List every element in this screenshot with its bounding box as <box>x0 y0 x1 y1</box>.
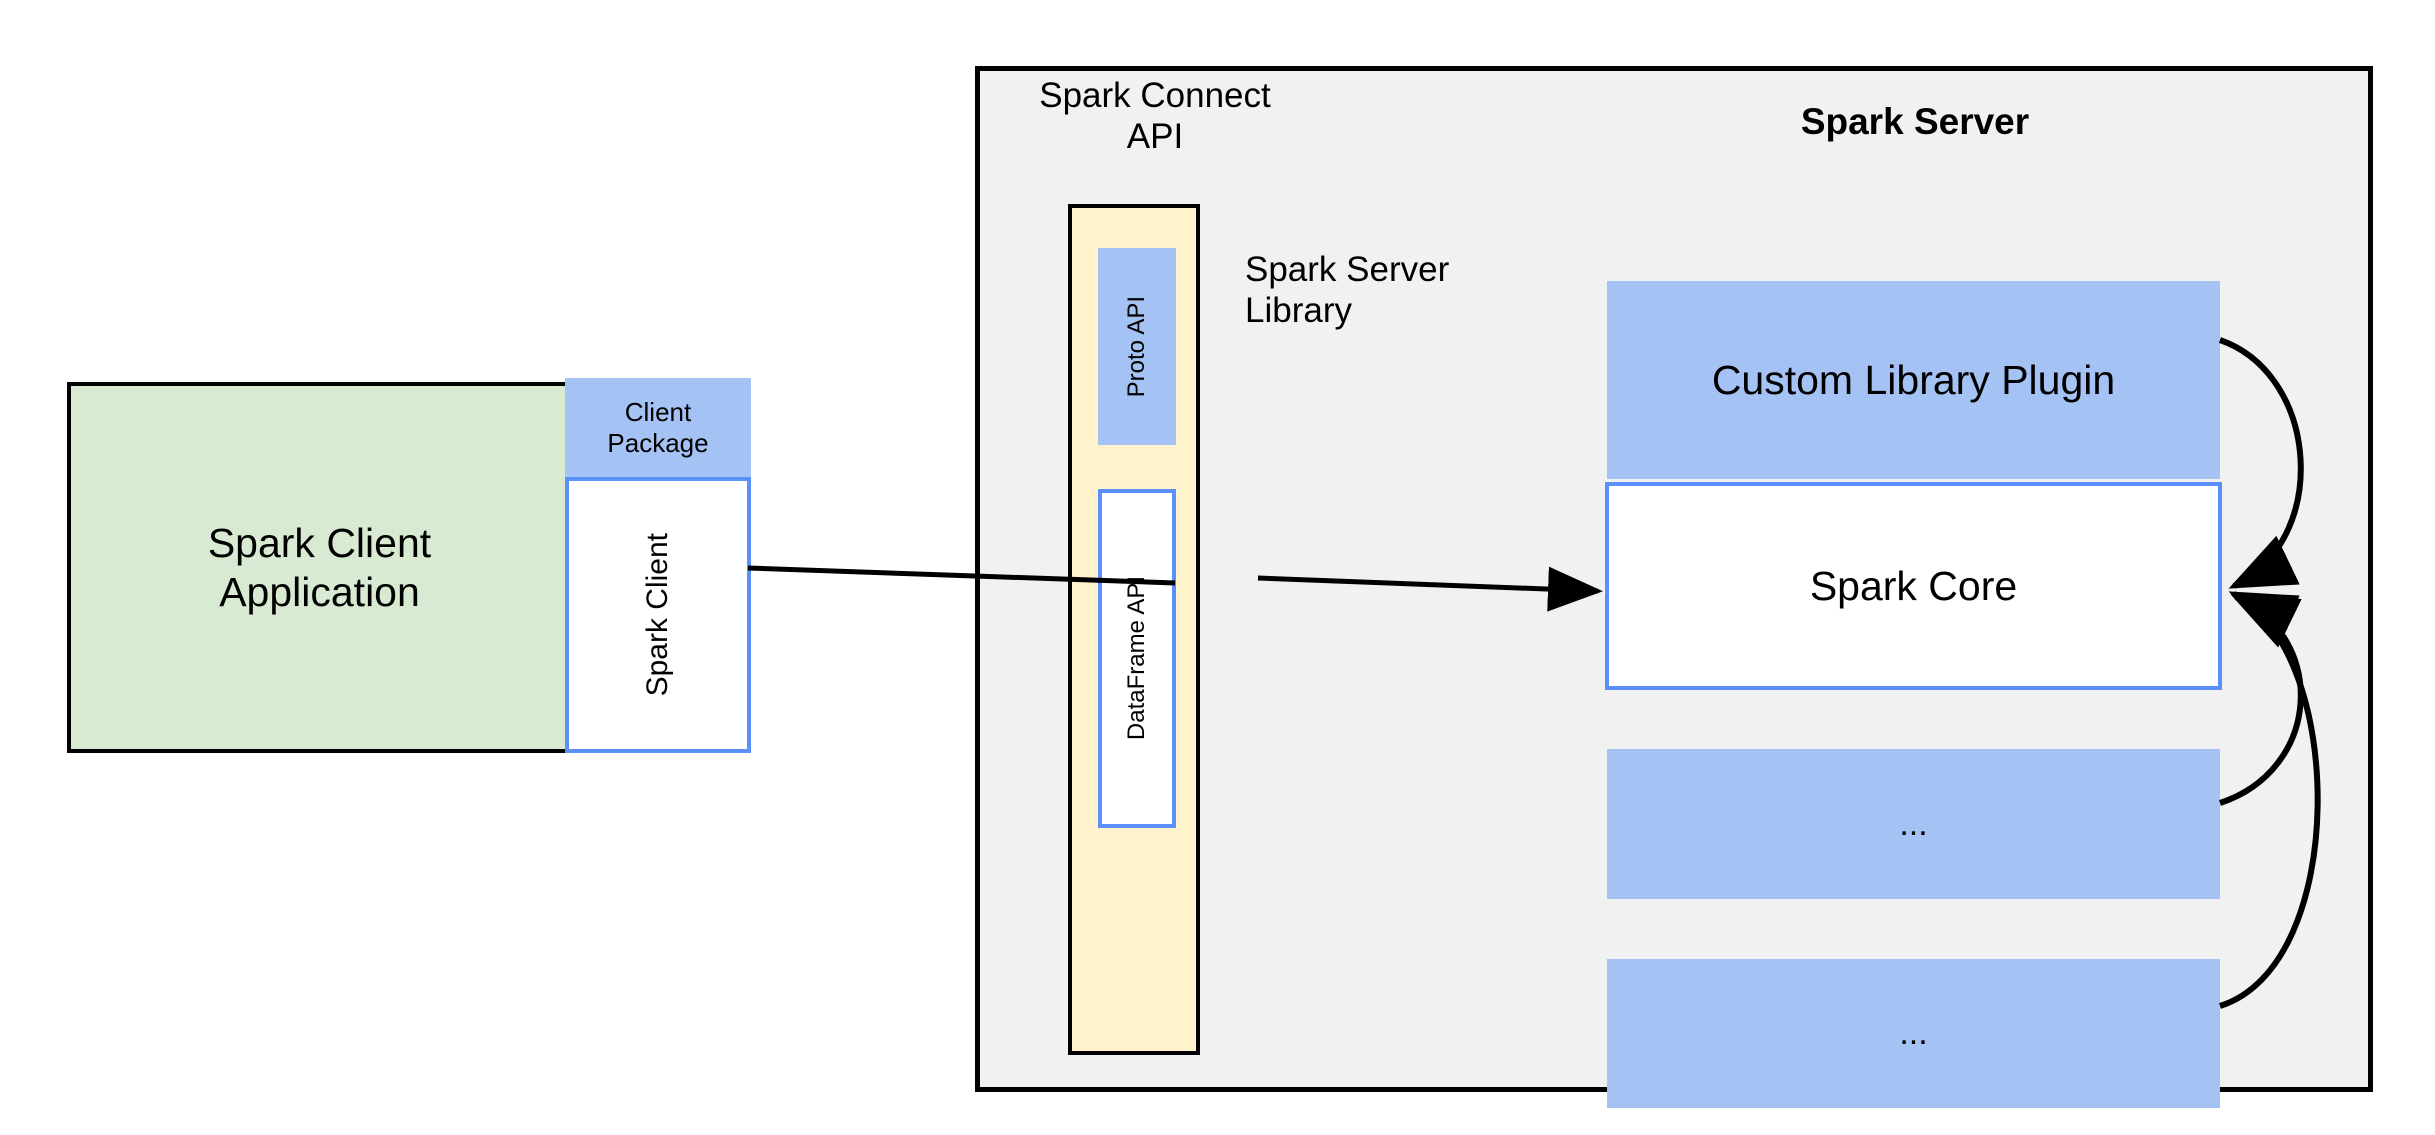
spark-client-application-box[interactable]: Spark Client Application <box>67 382 572 753</box>
dataframe-api-box[interactable]: DataFrame API <box>1098 489 1176 828</box>
custom-library-plugin-box[interactable]: Custom Library Plugin <box>1607 281 2220 479</box>
client-package-box[interactable]: Client Package <box>565 378 751 477</box>
additional-plugin-label-1: ... <box>1899 804 1928 843</box>
custom-library-plugin-label: Custom Library Plugin <box>1711 356 2116 403</box>
spark-core-box[interactable]: Spark Core <box>1605 482 2222 690</box>
spark-server-title: Spark Server <box>1800 101 2030 143</box>
spark-client-application-label: Spark Client Application <box>207 520 432 615</box>
spark-core-label: Spark Core <box>1809 562 2018 609</box>
additional-plugin-label-2: ... <box>1899 1014 1928 1053</box>
spark-client-label: Spark Client <box>641 533 675 697</box>
additional-plugin-box-2[interactable]: ... <box>1607 959 2220 1108</box>
additional-plugin-box-1[interactable]: ... <box>1607 749 2220 899</box>
spark-server-library-label: Spark Server Library <box>1245 249 1450 330</box>
spark-client-box[interactable]: Spark Client <box>565 477 751 753</box>
client-package-label: Client Package <box>607 396 709 458</box>
spark-connect-api-label: Spark Connect API <box>1039 75 1271 156</box>
proto-api-box[interactable]: Proto API <box>1098 248 1176 445</box>
dataframe-api-label: DataFrame API <box>1122 576 1150 741</box>
proto-api-label: Proto API <box>1122 295 1150 398</box>
